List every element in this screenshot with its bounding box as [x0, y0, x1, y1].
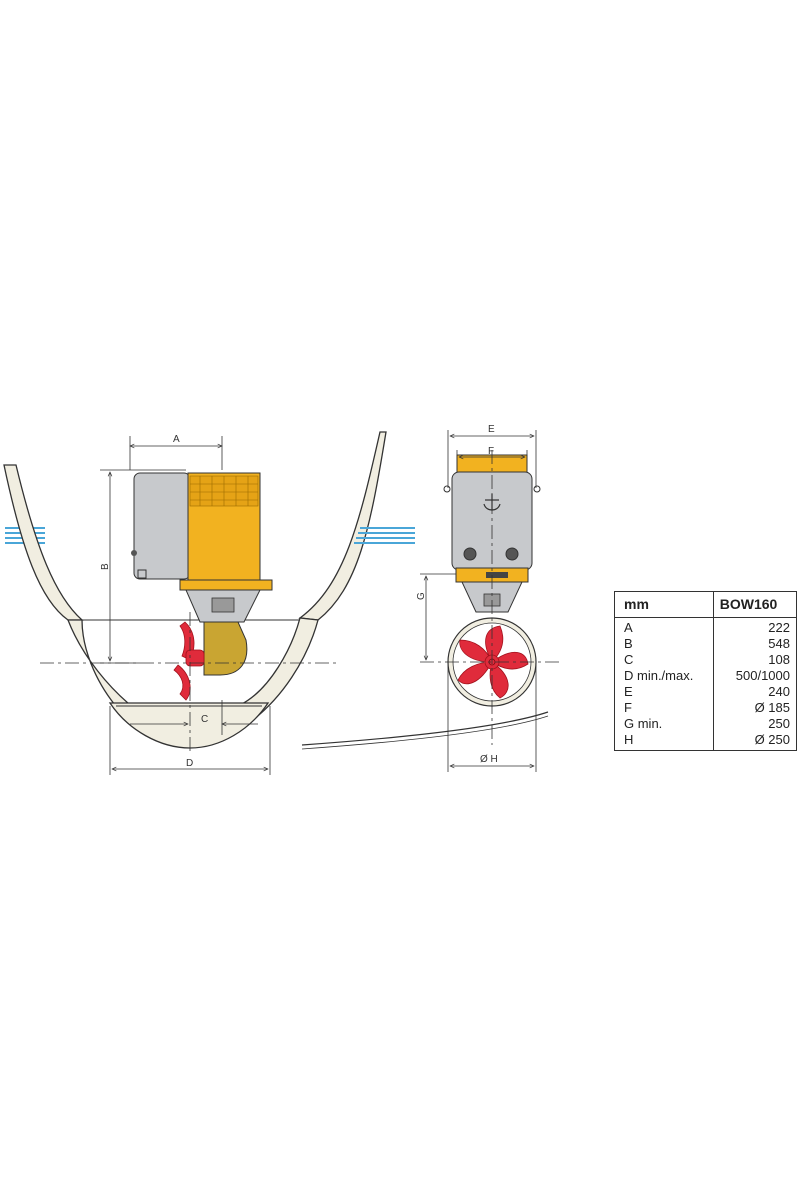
- dimension-g: [420, 573, 456, 660]
- row-label: E: [624, 684, 633, 699]
- table-row: G min. 250: [615, 716, 797, 732]
- front-view: E F G Ø H: [301, 424, 560, 772]
- mount-flange: [179, 579, 273, 591]
- dimension-f: [456, 450, 528, 470]
- label-plate: [486, 572, 508, 578]
- side-view: A B C D: [3, 431, 415, 775]
- label-h: Ø H: [480, 754, 498, 765]
- unit-header: mm: [614, 591, 714, 618]
- table-row: C 108: [615, 652, 797, 668]
- row-value: 240: [712, 684, 797, 700]
- row-value: 548: [712, 636, 797, 652]
- table-row: F Ø 185: [615, 700, 797, 716]
- table-row: B 548: [615, 636, 797, 652]
- table-row: A 222: [615, 617, 797, 636]
- row-label: D min./max.: [624, 668, 694, 683]
- hull-lines: [82, 619, 300, 707]
- row-value: 500/1000: [712, 668, 797, 684]
- water-line-right: [354, 527, 415, 544]
- row-value: 222: [712, 617, 797, 636]
- model-header: BOW160: [712, 591, 797, 618]
- row-label: H: [624, 732, 634, 747]
- label-f: F: [488, 446, 494, 457]
- terminal-icon: [463, 547, 477, 561]
- bolt-icon: [533, 485, 541, 493]
- label-d: D: [186, 758, 193, 769]
- propeller-side: [173, 621, 205, 701]
- label-a: A: [173, 434, 180, 445]
- spec-table: mm BOW160 A 222 B 548 C 108 D min./max. …: [614, 591, 797, 751]
- hull-side: [3, 431, 387, 749]
- table-row: E 240: [615, 684, 797, 700]
- row-value: 250: [712, 716, 797, 732]
- row-label: G min.: [624, 716, 663, 731]
- row-value: Ø 250: [712, 732, 797, 751]
- drive-leg: [203, 621, 248, 676]
- row-value: Ø 185: [712, 700, 797, 716]
- row-label: C: [624, 652, 634, 667]
- label-e: E: [488, 424, 495, 435]
- terminal-icon: [505, 547, 519, 561]
- dimension-e: [447, 430, 537, 488]
- propeller-front: [457, 625, 529, 699]
- label-c: C: [201, 714, 208, 725]
- motor-grey-housing: [133, 472, 191, 580]
- dimension-b: [100, 469, 186, 664]
- vent-pattern: [190, 476, 258, 506]
- table-row: D min./max. 500/1000: [615, 668, 797, 684]
- label-b: B: [100, 563, 111, 570]
- dimension-a: [130, 436, 222, 470]
- row-value: 108: [712, 652, 797, 668]
- bolt-icon: [443, 485, 451, 493]
- row-label: A: [624, 620, 633, 635]
- spec-table-header: mm BOW160: [614, 591, 797, 618]
- dimension-c: [130, 700, 258, 735]
- bolt-icon: [131, 550, 137, 556]
- row-label: B: [624, 636, 633, 651]
- label-g: G: [416, 592, 427, 600]
- hull-front-curve: [301, 711, 549, 746]
- coupling-detail: [211, 597, 235, 613]
- bracket: [137, 569, 147, 579]
- dimension-d: [109, 706, 271, 775]
- row-label: F: [624, 700, 632, 715]
- dimension-h: [447, 662, 537, 772]
- table-row: H Ø 250: [615, 732, 797, 751]
